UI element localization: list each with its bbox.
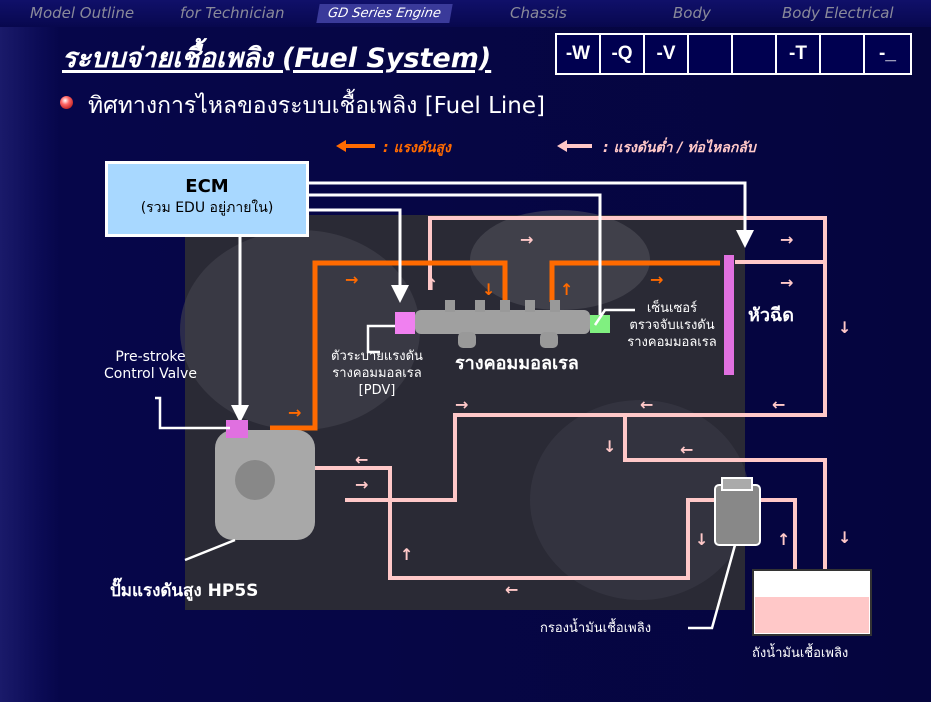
legend-high-pressure: : แรงดันสูง <box>383 140 451 156</box>
rail-pressure-sensor <box>590 315 610 333</box>
high-pressure-pump <box>215 420 315 540</box>
label-injector: หัวฉีด <box>748 305 794 326</box>
svg-text:↓: ↓ <box>482 280 495 299</box>
svg-text:→: → <box>355 475 368 494</box>
svg-text:↑: ↑ <box>560 280 573 299</box>
svg-text:←: ← <box>680 440 693 459</box>
svg-text:←: ← <box>640 395 653 414</box>
high-pressure-lines <box>270 260 720 431</box>
code-box: -_ <box>879 43 896 64</box>
legend-high-arrow <box>336 140 375 152</box>
svg-text:→: → <box>780 273 793 292</box>
svg-text:→: → <box>650 270 663 289</box>
injector <box>724 255 734 375</box>
code-box: -T <box>777 35 821 73</box>
svg-text:↑: ↑ <box>425 275 438 294</box>
bullet-icon <box>60 96 73 109</box>
section-heading: ทิศทางการไหลของระบบเชื้อเพลิง [Fuel Line… <box>88 93 545 119</box>
svg-text:→: → <box>455 395 468 414</box>
fuel-filter <box>714 477 761 546</box>
label-rail-pressure-sensor: เซ็นเซอร์ ตรวจจับแรงดัน รางคอมมอลเรล <box>627 301 717 350</box>
svg-text:→: → <box>288 403 301 422</box>
model-code-boxes: -W -Q -V -T -_ <box>555 33 912 75</box>
svg-text:↓: ↓ <box>603 437 616 456</box>
label-fuel-tank: ถังน้ำมันเชื้อเพลิง <box>752 646 849 661</box>
svg-text:↓: ↓ <box>838 528 851 547</box>
flow-arrows: → → → ↓ ← ← → ← → ↓ ← ↓ ↓ ↑ ↑ ← ↑ <box>355 230 851 599</box>
code-box <box>689 35 733 73</box>
code-box <box>733 35 777 73</box>
label-common-rail: รางคอมมอลเรล <box>455 353 579 374</box>
svg-text:↑: ↑ <box>777 530 790 549</box>
nav-body[interactable]: Body <box>673 4 711 22</box>
svg-text:↓: ↓ <box>695 530 708 549</box>
legend-low-arrow <box>557 140 592 152</box>
nav-model-outline[interactable]: Model Outline <box>30 4 135 22</box>
svg-text:↑: ↑ <box>400 545 413 564</box>
label-pre-stroke-valve: Pre-stroke Control Valve <box>104 349 197 382</box>
ecm-subtitle: (รวม EDU อยู่ภายใน) <box>140 200 274 216</box>
svg-text:→: → <box>780 230 793 249</box>
top-nav: Model Outline for Technician GD Series E… <box>0 0 931 27</box>
ecm-box: ECM (รวม EDU อยู่ภายใน) <box>105 161 309 237</box>
label-pdv: ตัวระบายแรงดัน รางคอมมอลเรล [PDV] <box>331 349 423 398</box>
label-pump: ปั๊มแรงดันสูง HP5S <box>110 581 259 601</box>
nav-for-technician[interactable]: for Technician <box>180 4 285 22</box>
svg-text:←: ← <box>355 450 368 469</box>
svg-text:←: ← <box>505 580 518 599</box>
ecm-title: ECM <box>185 176 229 197</box>
nav-chassis[interactable]: Chassis <box>510 4 567 22</box>
svg-text:←: ← <box>772 395 785 414</box>
nav-body-electrical[interactable]: Body Electrical <box>782 4 894 22</box>
common-rail <box>415 300 590 348</box>
code-box: -V <box>645 35 689 73</box>
pdv-valve <box>395 312 415 334</box>
svg-text:↓: ↓ <box>838 318 851 337</box>
code-box: -Q <box>601 35 645 73</box>
svg-text:→: → <box>520 230 533 249</box>
label-fuel-filter: กรองน้ำมันเชื้อเพลิง <box>540 621 652 636</box>
legend-low-pressure: : แรงดันต่ำ / ท่อไหลกลับ <box>603 140 756 156</box>
low-pressure-lines <box>315 216 827 580</box>
page-title: ระบบจ่ายเชื้อเพลิง (Fuel System) <box>62 43 492 74</box>
code-box: -W <box>557 35 601 73</box>
code-box <box>821 35 865 73</box>
svg-text:→: → <box>345 270 358 289</box>
fuel-tank <box>752 569 872 636</box>
